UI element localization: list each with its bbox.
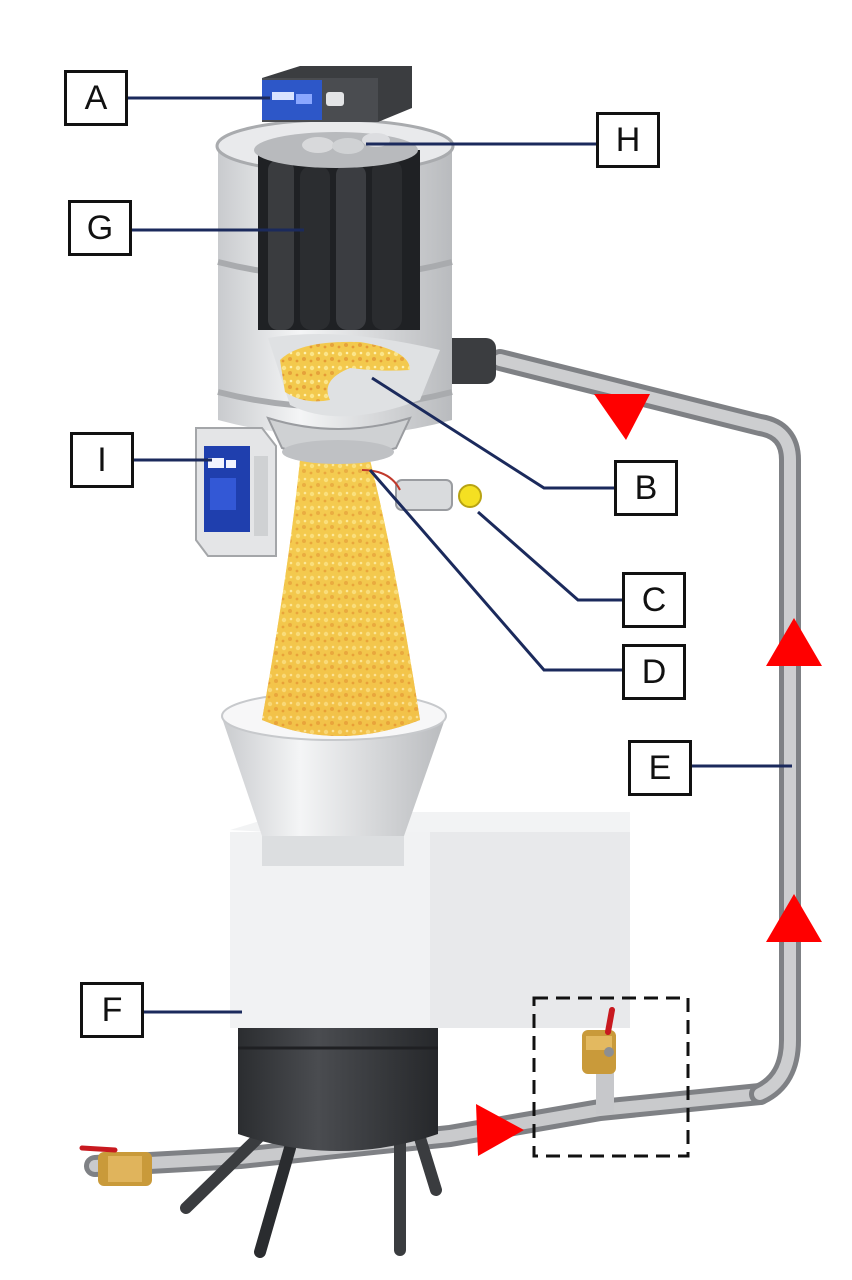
side-control-panel bbox=[195, 427, 277, 557]
label-I-text: I bbox=[97, 441, 107, 479]
label-C-text: C bbox=[641, 581, 667, 619]
label-B-text: B bbox=[634, 469, 658, 507]
flow-arrows bbox=[476, 394, 822, 1156]
hopper-vessel bbox=[215, 118, 482, 511]
flow-arrow-mid bbox=[766, 618, 822, 666]
label-E-text: E bbox=[648, 749, 672, 787]
label-A-text: A bbox=[84, 79, 108, 117]
flow-arrow-lower bbox=[766, 894, 822, 942]
leader-line-D bbox=[368, 469, 622, 672]
leader-lines bbox=[128, 96, 792, 1014]
top-control-unit bbox=[262, 66, 412, 122]
inlet-valve bbox=[79, 1145, 152, 1186]
filter-cartridges bbox=[268, 160, 402, 330]
label-H: H bbox=[596, 112, 660, 168]
drain-valve-group bbox=[532, 996, 690, 1158]
label-E: E bbox=[628, 740, 692, 796]
label-H-text: H bbox=[615, 121, 641, 159]
flow-arrow-top bbox=[594, 394, 650, 440]
label-I: I bbox=[70, 432, 134, 488]
label-F: F bbox=[80, 982, 144, 1038]
flow-arrow-bottom bbox=[476, 1104, 524, 1156]
label-A: A bbox=[64, 70, 128, 126]
label-D-text: D bbox=[641, 653, 667, 691]
leader-line-B bbox=[371, 376, 614, 490]
label-G: G bbox=[68, 200, 132, 256]
granule-stream bbox=[262, 460, 420, 736]
label-C: C bbox=[622, 572, 686, 628]
leader-line-C bbox=[477, 510, 622, 602]
label-G-text: G bbox=[86, 209, 114, 247]
label-F-text: F bbox=[101, 991, 123, 1029]
label-B: B bbox=[614, 460, 678, 516]
label-D: D bbox=[622, 644, 686, 700]
